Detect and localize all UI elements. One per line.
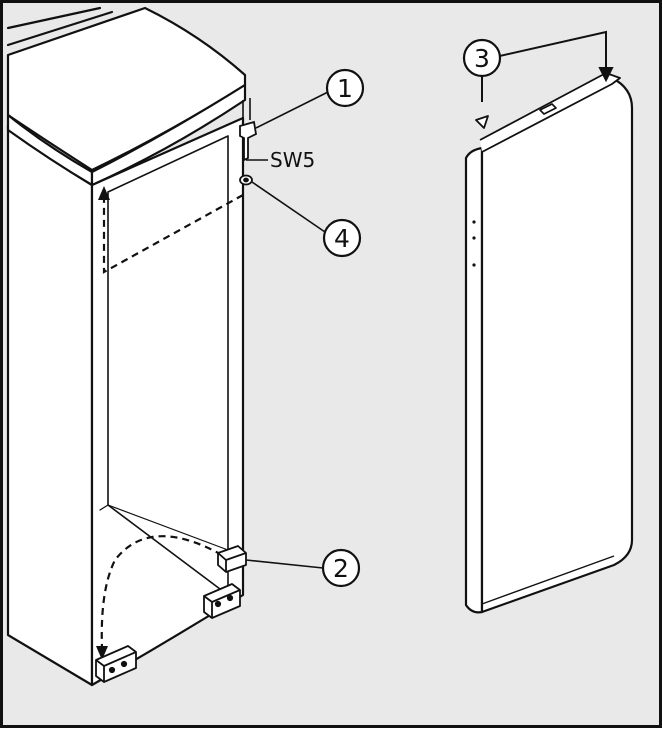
fridge-cabinet bbox=[6, 6, 247, 687]
top-hinge-move-path bbox=[102, 194, 244, 274]
hinge-pin-parts bbox=[239, 98, 257, 186]
callout-2: 2 bbox=[321, 548, 361, 588]
leader-1 bbox=[255, 91, 329, 129]
leader-2 bbox=[245, 559, 324, 569]
cabinet-front bbox=[6, 123, 94, 687]
callout-4: 4 bbox=[322, 218, 362, 258]
callout-4-number: 4 bbox=[334, 224, 350, 253]
arrowhead-up bbox=[98, 186, 110, 200]
arrowheads bbox=[96, 186, 110, 660]
bottom-hinge-right bbox=[217, 545, 247, 573]
cap-move-path bbox=[481, 30, 607, 102]
door-top-bump bbox=[539, 103, 557, 115]
bottom-hinge-move-path bbox=[100, 535, 223, 649]
callout-3: 3 bbox=[462, 38, 502, 78]
door-cap bbox=[475, 115, 489, 129]
leader-lines bbox=[245, 91, 329, 569]
bottom-hinge-parts bbox=[95, 545, 247, 683]
hinge-pin bbox=[239, 120, 257, 162]
hinge-bracket-right bbox=[203, 583, 241, 619]
fridge-door bbox=[464, 72, 634, 614]
callout-1-number: 1 bbox=[337, 74, 353, 103]
callout-3-number: 3 bbox=[474, 44, 490, 73]
move-arrows bbox=[100, 194, 244, 649]
hinge-bracket-left bbox=[95, 645, 137, 683]
cap-arrowhead bbox=[598, 67, 614, 83]
wrench-size-label: SW5 bbox=[270, 148, 315, 172]
door-cap-move bbox=[481, 30, 614, 102]
door-panel bbox=[480, 76, 634, 614]
door-edge bbox=[464, 146, 484, 614]
callout-2-number: 2 bbox=[333, 554, 349, 583]
callout-1: 1 bbox=[325, 68, 365, 108]
arrowhead-down bbox=[96, 646, 108, 660]
leader-4 bbox=[251, 181, 326, 233]
